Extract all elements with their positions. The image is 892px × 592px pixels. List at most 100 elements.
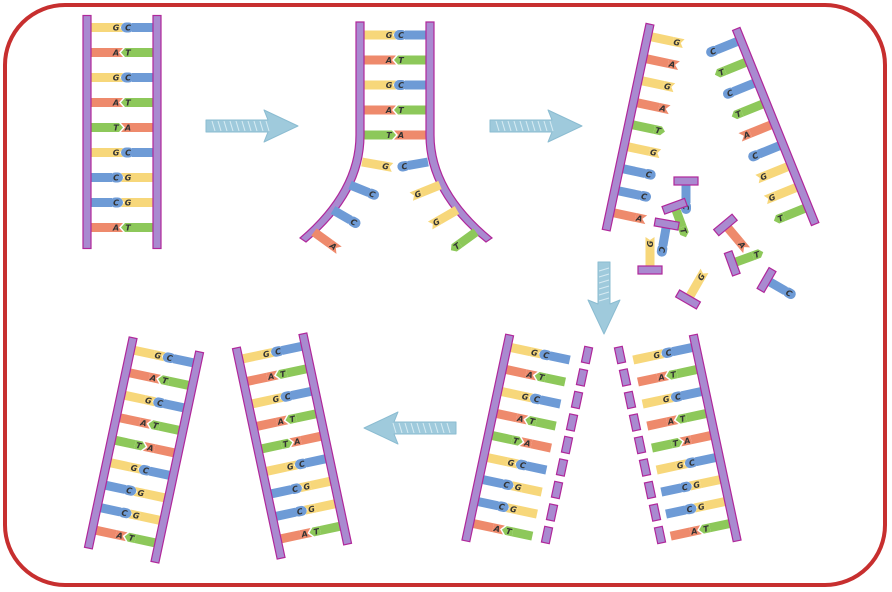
nucleotide-tip xyxy=(124,532,137,544)
base-label: T xyxy=(702,524,710,534)
nucleotide-tip xyxy=(688,479,702,491)
nucleotide-A: A xyxy=(91,223,123,233)
nucleotide-tip xyxy=(121,173,132,182)
nucleotide-A: A xyxy=(121,123,153,133)
new-backbone-segment xyxy=(555,458,569,477)
base-pair-right: C xyxy=(684,453,717,468)
nucleotide-stem xyxy=(549,351,571,365)
arrow-shape xyxy=(489,109,583,143)
base-label: A xyxy=(689,527,698,537)
nucleotide-stem xyxy=(405,55,426,65)
base-label: T xyxy=(125,99,131,108)
nucleotide-tip xyxy=(385,80,396,90)
base-pair-right: C xyxy=(394,80,426,90)
nucleotide-G: G xyxy=(109,458,142,474)
nucleotide-C: C xyxy=(100,503,132,518)
nucleotide-G: G xyxy=(409,180,442,201)
strand-base: G xyxy=(650,32,685,49)
nucleotide-T: T xyxy=(309,521,341,537)
nucleotide-stem xyxy=(132,198,153,207)
nucleotide-stem xyxy=(314,499,336,513)
base-pair: C xyxy=(275,505,307,521)
nucleotide-tip xyxy=(142,441,156,454)
nucleotide-tip xyxy=(670,391,684,402)
strand-base: C xyxy=(722,79,756,99)
nucleotide-G: G xyxy=(510,481,543,497)
base-pair: G xyxy=(486,453,519,469)
new-backbone-segment xyxy=(565,413,579,432)
nucleotide-A: A xyxy=(679,431,712,447)
nucleotide-stem xyxy=(133,345,156,359)
base-pair-right: A xyxy=(289,431,322,448)
strand-base: C xyxy=(748,141,781,162)
base-label: A xyxy=(657,372,666,382)
backbone-left xyxy=(461,333,515,543)
base-pair: G xyxy=(241,347,275,364)
nucleotide-stem xyxy=(91,223,112,232)
nucleotide-backbone xyxy=(637,265,663,275)
nucleotide-A: A xyxy=(637,371,670,387)
nucleotide-tip xyxy=(158,375,170,386)
base-pair-right: C xyxy=(271,341,303,357)
backbone-left xyxy=(231,346,286,560)
nucleotide-tip xyxy=(299,527,313,540)
nucleotide-G: G xyxy=(133,345,166,362)
base-pair-right: A xyxy=(679,431,712,447)
arrow-hatch xyxy=(598,279,610,284)
free-nucleotide: A xyxy=(712,213,751,254)
nucleotide-tip xyxy=(112,123,123,132)
base-pair-right: G xyxy=(121,198,153,208)
nucleotide-A: A xyxy=(364,55,396,65)
base-pair: C xyxy=(91,172,123,183)
nucleotide-G: G xyxy=(91,148,123,158)
base-label: T xyxy=(776,213,785,224)
base-pair: T xyxy=(364,130,396,140)
arrow-hatch xyxy=(235,120,240,132)
nucleotide-T: T xyxy=(121,98,153,108)
nucleotide-tip xyxy=(271,346,284,357)
nucleotide-tip xyxy=(656,243,668,257)
nucleotide-tip xyxy=(714,66,727,78)
strands-separated-free-nucleotides: GAGATGCCACTCTACGGTCTCGGATC xyxy=(601,22,820,310)
nucleotide-C: C xyxy=(539,349,571,365)
nucleotide-C: C xyxy=(515,459,548,475)
nucleotide-stem xyxy=(95,525,117,539)
base-label: A xyxy=(666,417,675,427)
arrow-hatch xyxy=(428,422,433,434)
base-label: T xyxy=(128,533,136,543)
base-pair-right: C xyxy=(294,454,327,469)
nucleotide-C: C xyxy=(121,147,153,158)
base-label: C xyxy=(125,486,133,496)
new-backbone-segment xyxy=(560,435,574,455)
nucleotide-G: G xyxy=(427,206,460,230)
nucleotide-tip xyxy=(285,460,298,472)
nucleotide-G: G xyxy=(650,32,685,49)
nucleotide-G: G xyxy=(265,460,298,476)
base-pair-right: T xyxy=(309,521,341,537)
base-label: A xyxy=(682,436,691,446)
nucleotide-C: C xyxy=(275,505,307,521)
nucleotide-stem xyxy=(645,54,670,68)
base-label: C xyxy=(674,392,682,402)
base-label: C xyxy=(498,502,506,512)
nucleotide-tip xyxy=(394,30,407,40)
nucleotide-A: A xyxy=(669,525,702,541)
arrow-hatch xyxy=(410,422,415,434)
base-pair-right: C xyxy=(529,393,562,409)
base-label: C xyxy=(125,24,131,33)
base-label: G xyxy=(676,460,685,470)
base-pair: A xyxy=(472,519,505,535)
nucleotide-tip xyxy=(648,147,662,159)
base-label: A xyxy=(492,524,501,534)
strand-base: A xyxy=(645,54,680,71)
base-label: T xyxy=(125,224,131,233)
base-label: T xyxy=(386,131,392,140)
base-pair: G xyxy=(510,343,543,359)
free-nucleotide: T xyxy=(661,197,689,238)
base-label: T xyxy=(452,241,462,252)
nucleotide-stem xyxy=(407,157,429,170)
nucleotide-tip xyxy=(427,216,442,230)
nucleotide-tip xyxy=(114,530,128,542)
